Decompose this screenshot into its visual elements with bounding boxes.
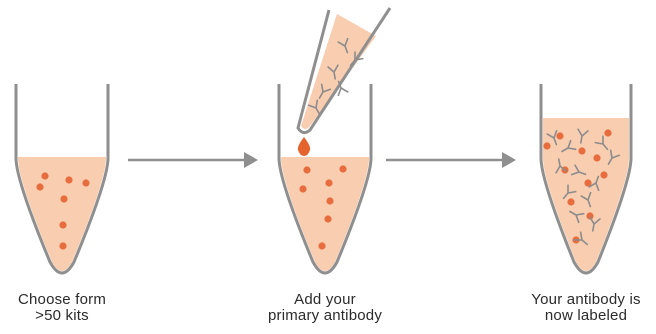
- particle: [578, 147, 585, 154]
- particle: [82, 179, 89, 186]
- arrow-1: [128, 152, 258, 168]
- particle: [600, 171, 607, 178]
- particle: [303, 166, 310, 173]
- tube-step-2: [279, 8, 390, 273]
- particle: [339, 165, 346, 172]
- step-3-caption-line-2: now labeled: [486, 308, 656, 324]
- step-3-caption: Your antibody is now labeled: [486, 292, 656, 324]
- step-1-caption: Choose form >50 kits: [0, 292, 162, 324]
- particle: [324, 215, 331, 222]
- particle: [60, 195, 67, 202]
- step-1-caption-line-1: Choose form: [0, 292, 162, 308]
- particle: [36, 183, 43, 190]
- step-2-caption-line-1: Add your: [225, 292, 425, 308]
- particle: [299, 185, 306, 192]
- step-2-caption: Add your primary antibody: [225, 292, 425, 324]
- particle: [326, 197, 333, 204]
- arrow-2: [386, 152, 516, 168]
- particle: [59, 242, 66, 249]
- step-2-caption-line-2: primary antibody: [225, 308, 425, 324]
- particle: [65, 176, 72, 183]
- particle: [318, 242, 325, 249]
- dripping-drop: [298, 137, 310, 156]
- pipette-tip: [298, 8, 390, 133]
- particle: [604, 129, 611, 136]
- particle: [59, 221, 66, 228]
- particle: [41, 172, 48, 179]
- tube-step-3: [541, 84, 631, 273]
- particle: [543, 142, 550, 149]
- tube-step-1: [16, 84, 108, 273]
- particle: [325, 179, 332, 186]
- step-3-caption-line-1: Your antibody is: [486, 292, 656, 308]
- particle: [556, 132, 563, 139]
- particle: [567, 198, 574, 205]
- particle: [593, 154, 600, 161]
- step-1-caption-line-2: >50 kits: [0, 308, 162, 324]
